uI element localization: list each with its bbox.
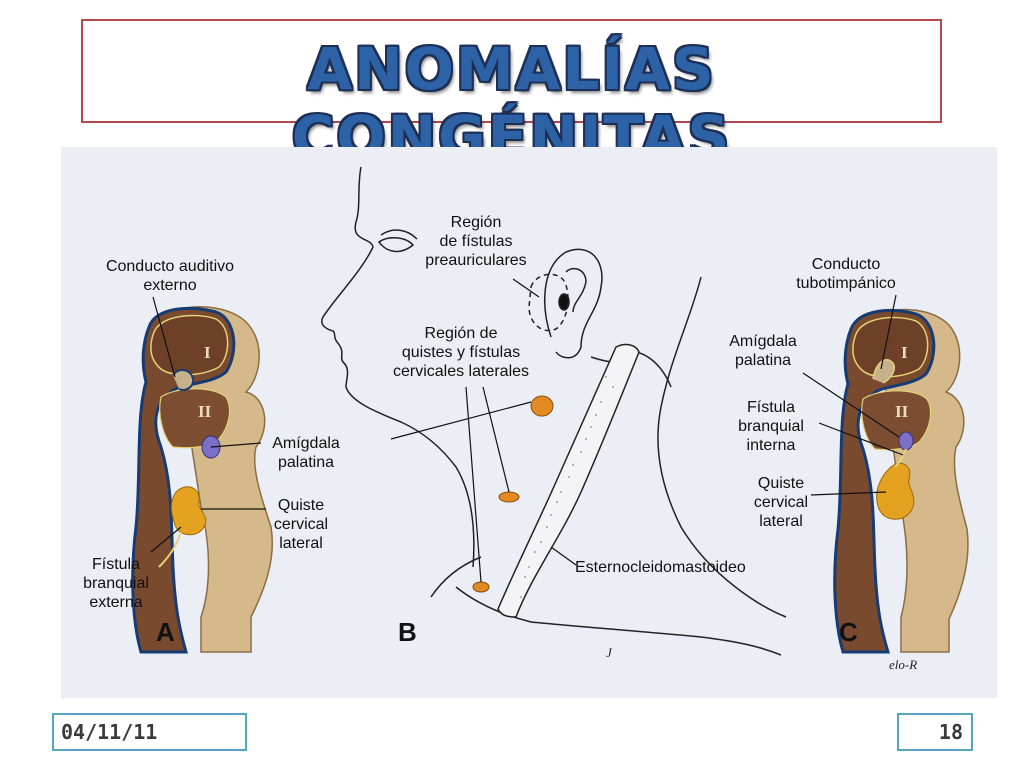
panel-c-drawing — [803, 295, 968, 652]
label-quiste-c: Quiste cervical lateral — [741, 474, 821, 531]
footer-date-box: 04/11/11 — [52, 713, 247, 751]
label-conducto-tubotimpanico: Conducto tubotimpánico — [776, 255, 916, 293]
arch-label-1c: I — [901, 343, 908, 363]
embryology-figure: I II I II Conducto auditivo externo Amíg… — [61, 147, 997, 698]
artist-initials: J — [606, 645, 612, 661]
label-fistula-interna: Fístula branquial interna — [726, 398, 816, 455]
label-amigdala-a: Amígdala palatina — [261, 434, 351, 472]
arch-label-1a: I — [204, 343, 211, 363]
page-number: 18 — [939, 720, 963, 744]
label-fistula-externa: Fístula branquial externa — [71, 555, 161, 612]
arch-label-2c: II — [895, 402, 908, 422]
title-box: ANOMALÍAS CONGÉNITAS — [81, 19, 942, 123]
panel-letter-a: A — [156, 617, 175, 648]
panel-letter-b: B — [398, 617, 417, 648]
footer-page-box: 18 — [897, 713, 973, 751]
label-conducto-auditivo: Conducto auditivo externo — [85, 257, 255, 295]
label-esternocleidomastoideo: Esternocleidomastoideo — [575, 558, 746, 577]
footer-date: 04/11/11 — [61, 720, 157, 744]
label-quiste-a: Quiste cervical lateral — [266, 496, 336, 553]
label-region-preauricular: Región de fístulas preauriculares — [406, 213, 546, 270]
panel-b-drawing — [322, 167, 786, 655]
label-region-quistes: Región de quistes y fístulas cervicales … — [371, 324, 551, 381]
arch-label-2a: II — [198, 402, 211, 422]
artist-signature: elo-R — [889, 657, 917, 673]
panel-letter-c: C — [839, 617, 858, 648]
label-amigdala-c: Amígdala palatina — [713, 332, 813, 370]
